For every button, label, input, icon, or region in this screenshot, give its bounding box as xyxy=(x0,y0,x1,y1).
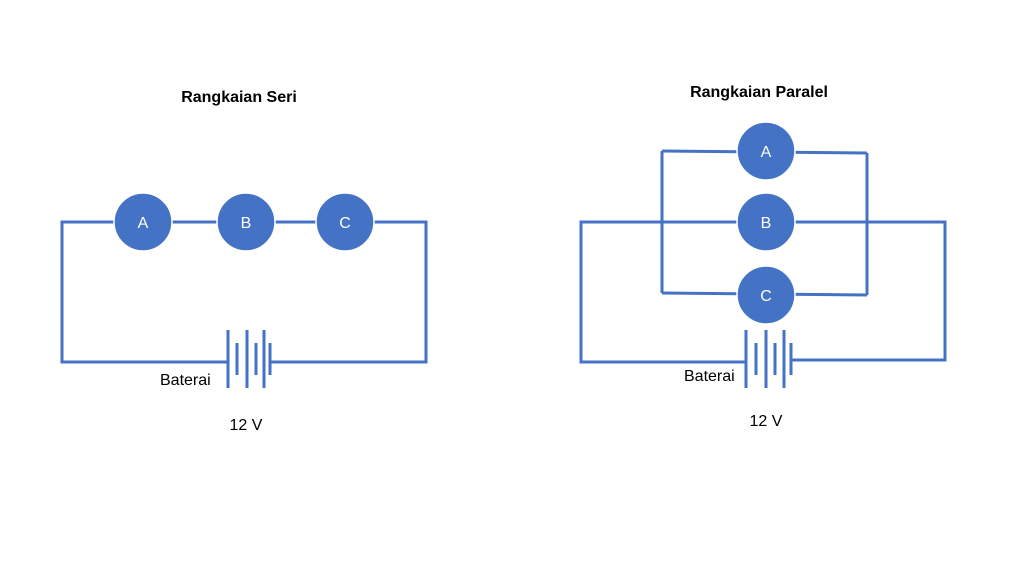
parallel-battery-icon xyxy=(744,330,793,388)
series-bulb-c: C xyxy=(315,192,375,252)
series-bulb-b: B xyxy=(216,192,276,252)
series-battery-label: Baterai xyxy=(160,372,211,389)
bulb-label: A xyxy=(138,215,149,232)
bulb-label: C xyxy=(339,215,351,232)
bulb-circle xyxy=(736,121,796,181)
bulb-circle xyxy=(216,192,276,252)
series-circuit-title: Rangkaian Seri xyxy=(181,89,297,106)
bulb-label: B xyxy=(761,215,772,232)
parallel-bulb-a: A xyxy=(736,121,796,181)
bulb-circle xyxy=(113,192,173,252)
series-circuit: Rangkaian Seri A B C Baterai 12 V xyxy=(60,89,428,434)
parallel-bulb-c: C xyxy=(736,265,796,325)
bulb-label: C xyxy=(760,288,772,305)
parallel-circuit-title: Rangkaian Paralel xyxy=(690,84,828,101)
parallel-voltage-label: 12 V xyxy=(750,413,783,430)
bulb-circle xyxy=(736,265,796,325)
parallel-bulb-b: B xyxy=(736,192,796,252)
series-bulb-a: A xyxy=(113,192,173,252)
bulb-label: A xyxy=(761,144,772,161)
bulb-label: B xyxy=(241,215,252,232)
bulb-circle xyxy=(736,192,796,252)
series-battery-icon xyxy=(226,330,272,388)
series-voltage-label: 12 V xyxy=(230,417,263,434)
bulb-circle xyxy=(315,192,375,252)
parallel-circuit: Rangkaian Paralel A B C Bat xyxy=(579,84,947,430)
parallel-battery-label: Baterai xyxy=(684,368,735,385)
